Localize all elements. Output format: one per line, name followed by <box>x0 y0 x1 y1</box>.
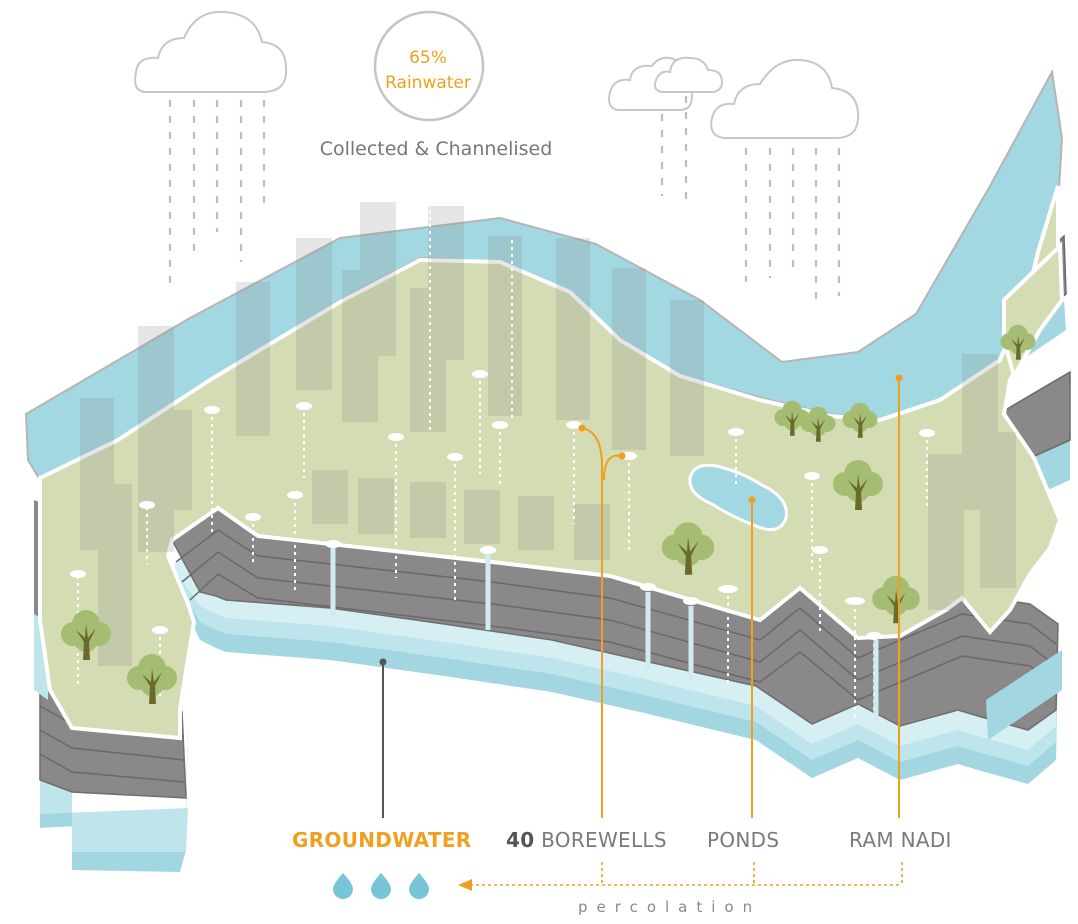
legend-borewells: 40 BOREWELLS <box>506 828 667 852</box>
pond-icon <box>688 463 788 532</box>
land-surface <box>38 185 1063 741</box>
stat-circle <box>373 10 485 122</box>
percolation-flow <box>470 862 903 886</box>
cloud-icon <box>134 10 288 93</box>
stat-percent: 65% <box>409 48 447 68</box>
legend-ram-nadi: RAM NADI <box>849 828 952 852</box>
cloud-icon <box>608 56 724 111</box>
arrow-left-icon <box>458 879 472 891</box>
percolation-label: percolation <box>578 898 762 916</box>
legend-ponds: PONDS <box>707 828 780 852</box>
borewells-label: BOREWELLS <box>541 828 667 852</box>
cloud-icon <box>710 58 860 139</box>
building-blocks <box>80 202 1016 666</box>
water-drop-icon <box>333 873 429 899</box>
borewells-count: 40 <box>506 828 535 852</box>
stat-label: Rainwater <box>385 73 471 93</box>
rain-icon <box>168 96 841 300</box>
leader-lines <box>379 374 903 818</box>
legend-groundwater: GROUNDWATER <box>292 828 472 852</box>
stat-description: Collected & Channelised <box>319 138 553 160</box>
